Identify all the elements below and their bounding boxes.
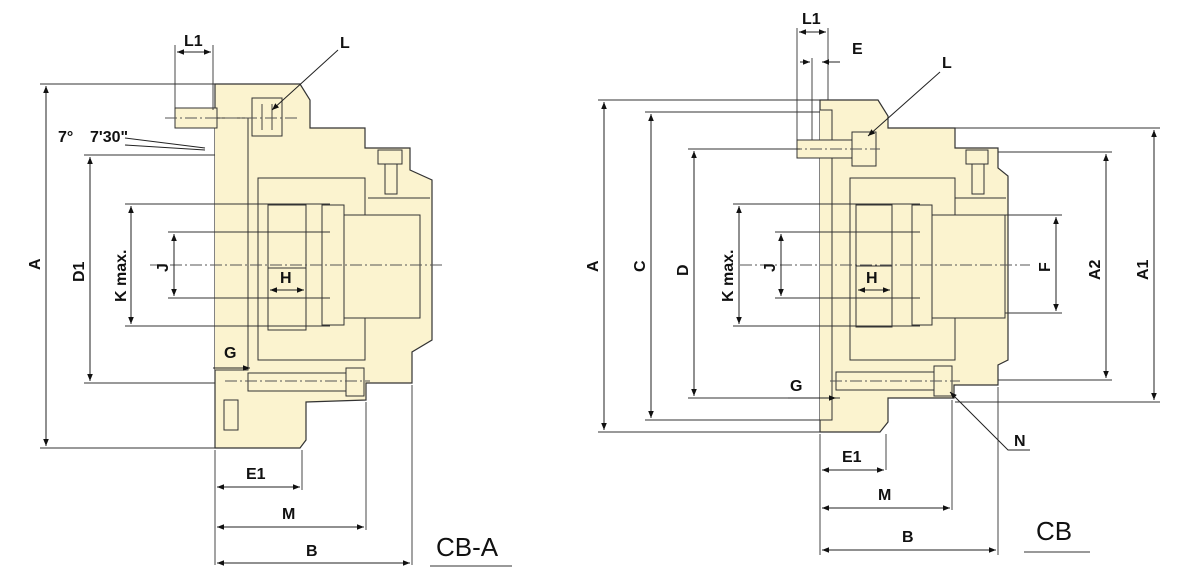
angle-label-7deg: 7°	[58, 129, 73, 146]
dim-label-l-cb-a: L	[340, 35, 350, 52]
dim-label-b-cb-a: B	[306, 543, 318, 560]
dim-label-n-cb: N	[1014, 433, 1026, 450]
drawing-cb: L1 E L A C D K max. J H F A2 A1 G N E1 M…	[585, 11, 1160, 555]
dim-label-a-cb: A	[585, 260, 602, 272]
dim-label-c-cb: C	[632, 260, 649, 272]
dim-label-d1-cb-a: D1	[71, 261, 88, 282]
angle-label-7-30: 7'30"	[90, 129, 128, 146]
dim-label-d-cb: D	[675, 264, 692, 276]
dim-label-e1-cb: E1	[842, 449, 862, 466]
dim-label-l1-cb: L1	[802, 11, 821, 28]
dim-label-j-cb: J	[762, 263, 779, 272]
dim-label-e1-cb-a: E1	[246, 466, 266, 483]
drawing-cb-a: L1 L 7° 7'30" A D1 K max. J H G E1 M B C…	[27, 33, 512, 567]
model-title-cb-a: CB-A	[436, 532, 499, 562]
dim-label-h-cb-a: H	[280, 270, 292, 287]
dim-label-m-cb: M	[878, 487, 891, 504]
dim-label-g-cb: G	[790, 378, 802, 395]
dim-label-f-cb: F	[1037, 262, 1054, 272]
dim-label-g-cb-a: G	[224, 345, 236, 362]
dim-label-l1-cb-a: L1	[184, 33, 203, 50]
model-title-cb: CB	[1036, 516, 1072, 546]
dim-label-e-cb: E	[852, 41, 863, 58]
dim-label-h-cb: H	[866, 270, 878, 287]
dim-label-a-cb-a: A	[27, 258, 44, 270]
dim-label-b-cb: B	[902, 529, 914, 546]
dim-label-a1-cb: A1	[1135, 259, 1152, 280]
dim-label-l-cb: L	[942, 55, 952, 72]
dim-label-kmax-cb-a: K max.	[113, 250, 130, 302]
dim-label-kmax-cb: K max.	[720, 250, 737, 302]
dim-label-a2-cb: A2	[1087, 259, 1104, 280]
dim-label-m-cb-a: M	[282, 506, 295, 523]
dim-label-j-cb-a: J	[155, 263, 172, 272]
